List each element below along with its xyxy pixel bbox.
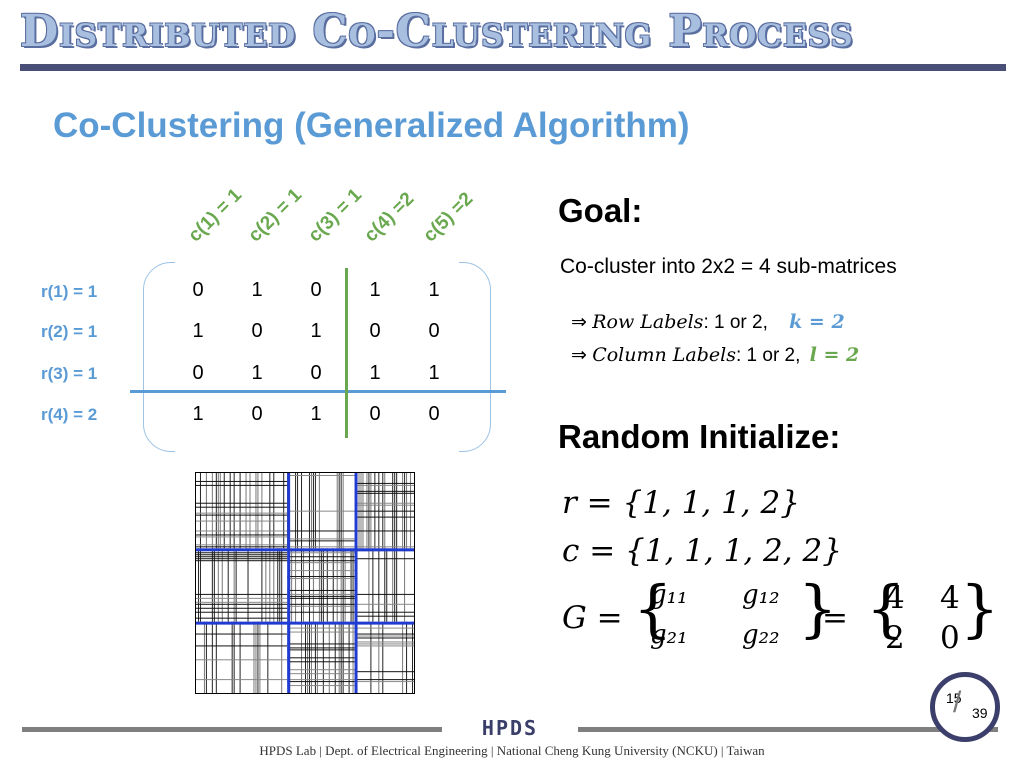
goal-heading: Goal: — [558, 192, 643, 229]
title-rule — [20, 64, 1006, 71]
row-labels-name: Row Labels — [592, 311, 704, 333]
random-initialize-heading: Random Initialize: — [558, 418, 841, 455]
matrix-cell: 0 — [369, 320, 381, 342]
matrix-cell: 1 — [310, 403, 322, 425]
slide-subtitle: Co-Clustering (Generalized Algorithm) — [53, 106, 690, 145]
k-value: k = 2 — [789, 311, 845, 333]
column-label: c(4) =2 — [360, 188, 419, 247]
g-equals: = — [822, 600, 848, 636]
matrix-cell: 0 — [369, 403, 381, 425]
g-lhs: G = — [562, 600, 623, 636]
c-equation: c = {1, 1, 1, 2, 2} — [562, 533, 842, 569]
row-label: r(4) = 2 — [41, 405, 98, 424]
g-entry: g₂₂ — [742, 620, 780, 650]
g-right-brace: } — [798, 572, 838, 645]
coclustered-matrix-image — [195, 472, 415, 694]
row-cluster-divider — [130, 390, 506, 393]
column-labels-line: ⇒ Column Labels: 1 or 2, l = 2 — [571, 344, 860, 366]
g-value: 2 — [885, 620, 905, 656]
row-label: r(1) = 1 — [41, 282, 98, 301]
matrix-cell: 1 — [428, 279, 440, 301]
column-label: c(2) = 1 — [244, 184, 306, 247]
column-label: c(5) =2 — [419, 188, 478, 247]
row-label: r(3) = 1 — [41, 364, 98, 383]
page-slash: / — [953, 686, 962, 719]
matrix-cell: 1 — [369, 279, 381, 301]
g-values-right-brace: } — [960, 572, 1000, 645]
matrix-cell: 0 — [251, 320, 263, 342]
column-label: c(1) = 1 — [184, 184, 246, 247]
matrix-cell: 1 — [310, 320, 322, 342]
g-entry: g₁₂ — [742, 580, 780, 610]
matrix-cell: 0 — [192, 279, 204, 301]
goal-text: Co-cluster into 2x2 = 4 sub-matrices — [560, 255, 897, 278]
matrix-cell: 0 — [310, 362, 322, 384]
g-value: 0 — [940, 620, 960, 656]
page-number-badge — [930, 672, 1000, 742]
matrix-cell: 1 — [251, 279, 263, 301]
slide-title: Distributed Co-Clustering Process — [20, 6, 854, 57]
page-current: 15 — [946, 690, 962, 706]
g-entry: g₁₁ — [650, 580, 688, 610]
matrix-cell: 0 — [310, 279, 322, 301]
g-value: 4 — [885, 580, 905, 616]
page-total: 39 — [972, 705, 988, 721]
g-entry: g₂₁ — [650, 620, 688, 650]
column-cluster-divider — [345, 268, 348, 438]
r-equation: r = {1, 1, 1, 2} — [562, 485, 800, 521]
matrix-cell: 0 — [428, 320, 440, 342]
matrix-cell: 0 — [251, 403, 263, 425]
l-value: l = 2 — [809, 344, 860, 366]
row-labels-line: ⇒ Row Labels: 1 or 2, k = 2 — [571, 311, 845, 333]
hpds-logo: HPDS — [481, 716, 539, 740]
matrix-cell: 0 — [428, 403, 440, 425]
matrix-cell: 1 — [192, 320, 204, 342]
row-label: r(2) = 1 — [41, 322, 98, 341]
matrix-cell: 0 — [192, 362, 204, 384]
footer-text: HPDS Lab | Dept. of Electrical Engineeri… — [259, 743, 765, 758]
g-value: 4 — [940, 580, 960, 616]
matrix-cell: 1 — [369, 362, 381, 384]
matrix-cell: 1 — [251, 362, 263, 384]
matrix-cell: 1 — [428, 362, 440, 384]
footer-rule — [578, 727, 998, 732]
footer-rule — [22, 727, 442, 732]
matrix-cell: 1 — [192, 403, 204, 425]
column-labels-name: Column Labels — [592, 344, 736, 366]
g-values-left-brace: { — [866, 572, 906, 645]
column-label: c(3) = 1 — [304, 184, 366, 247]
g-left-brace: { — [633, 572, 673, 645]
